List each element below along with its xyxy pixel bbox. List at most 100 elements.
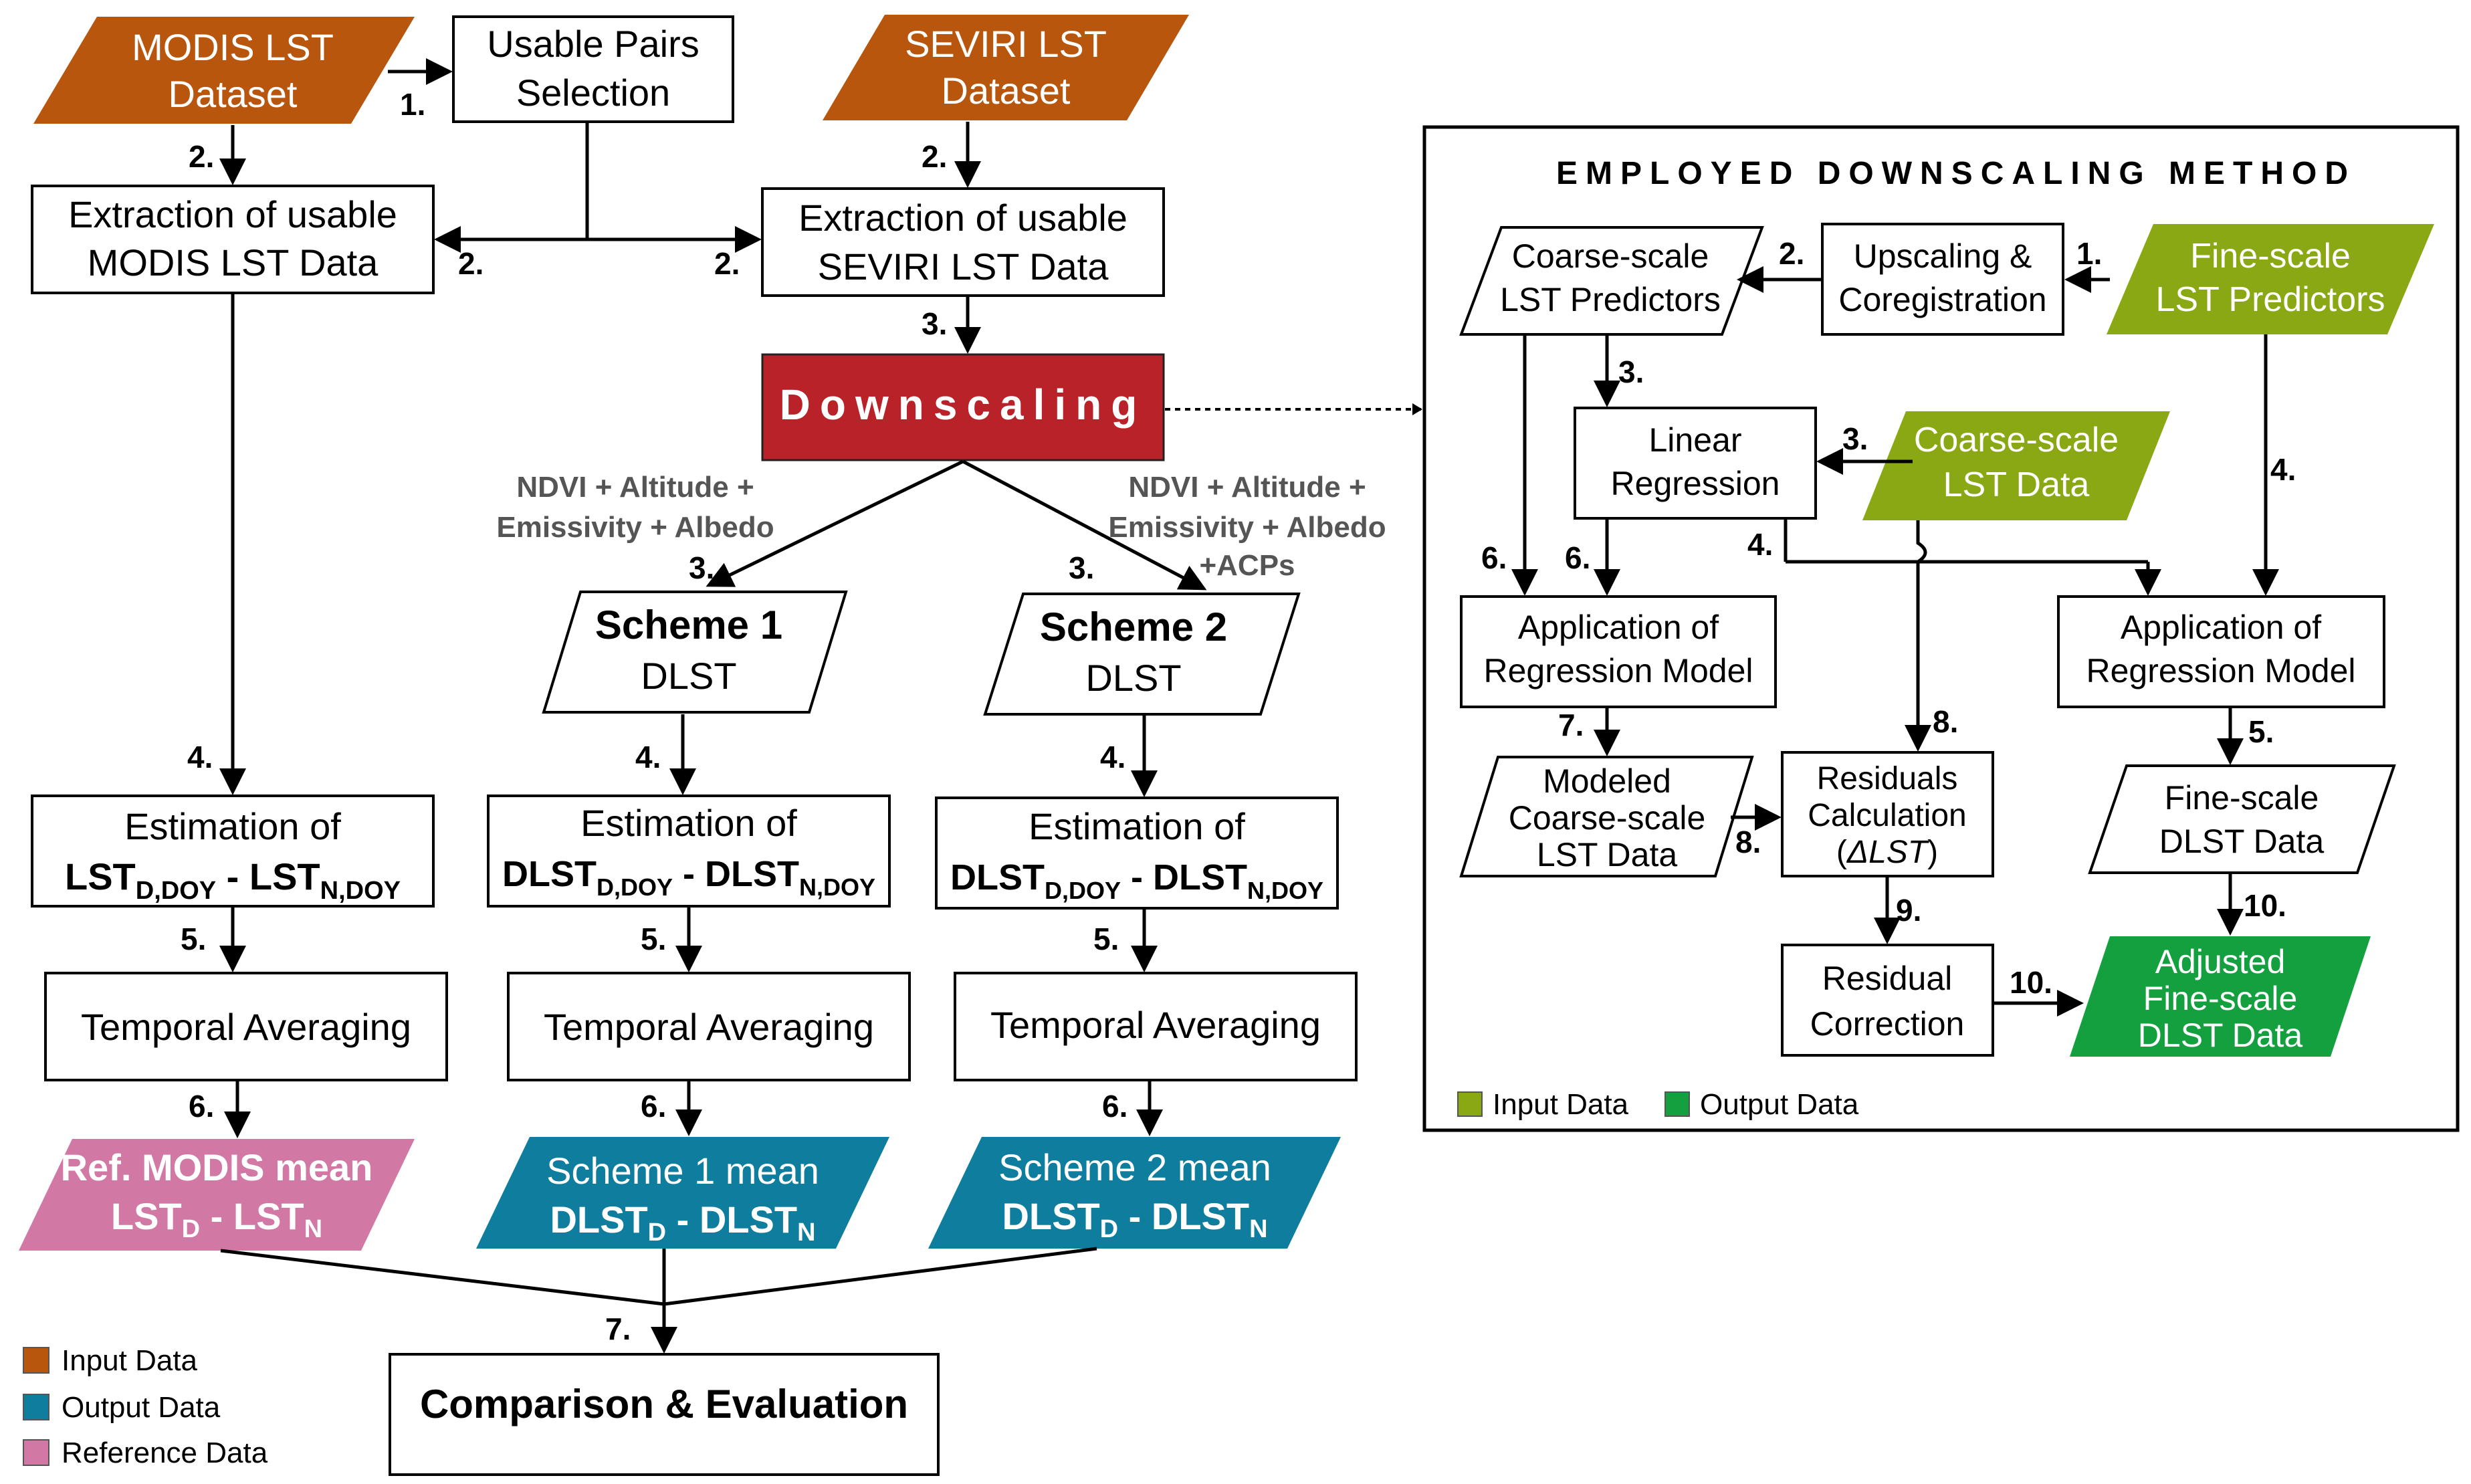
method-panel-title: EMPLOYED DOWNSCALING METHOD (1556, 156, 2356, 191)
coarse-lst-line1: Coarse-scale (1914, 421, 2119, 459)
estimation-modis-formula: LSTD,DOY - LSTN,DOY (65, 855, 401, 905)
scheme2-sub: DLST (1085, 657, 1181, 699)
method-connectors (1511, 266, 2279, 1017)
temporal-averaging-modis-box (44, 972, 448, 1081)
adjusted-line2: Fine-scale (2143, 980, 2298, 1017)
scheme1-title: Scheme 1 (595, 603, 782, 647)
legend-reference-label: Reference Data (62, 1437, 268, 1469)
residuals-line2: Calculation (1808, 798, 1966, 833)
extract-modis-line2: MODIS LST Data (88, 241, 379, 284)
scheme1-predictors-line2: Emissivity + Albedo (496, 511, 774, 544)
fine-dlst-line1: DLST Data (2159, 823, 2325, 860)
apply-left-line2: Regression Model (1484, 652, 1753, 690)
fine-predictors-line2: LST Predictors (2156, 280, 2385, 319)
scheme2-title: Scheme 2 (1040, 605, 1227, 649)
step-label: 1. (2076, 236, 2102, 271)
method-legend-input-swatch (1457, 1091, 1483, 1117)
step-label: 5. (641, 922, 666, 956)
scheme1-mean-node: Scheme 1 mean DLSTD - DLSTN (476, 1137, 889, 1249)
scheme2-mean-formula: DLSTD - DLSTN (1002, 1195, 1267, 1243)
temporal-averaging-scheme2-box (954, 972, 1358, 1081)
scheme2-mean-node: Scheme 2 mean DLSTD - DLSTN (928, 1137, 1341, 1249)
method-legend-output-swatch (1664, 1091, 1690, 1117)
estimation-scheme1-formula: DLSTD,DOY - DLSTN,DOY (502, 854, 875, 901)
seviri-dataset-shape (823, 15, 1189, 120)
step-label: 4. (2270, 452, 2296, 487)
step-label: 2. (458, 246, 484, 281)
step-label: 4. (1747, 527, 1773, 562)
modeled-line2: Coarse-scale (1509, 799, 1706, 837)
modeled-line1: Modeled (1543, 762, 1671, 800)
step-label: 5. (181, 922, 206, 956)
scheme1-mean-shape (476, 1137, 889, 1249)
upscaling-line2: Coregistration (1838, 281, 2046, 318)
residuals-box (1781, 751, 1994, 877)
downscaling-node: Downscaling (761, 353, 1165, 461)
upscaling-line1: Upscaling & (1854, 237, 2032, 275)
modis-dataset-line1: MODIS LST (132, 26, 334, 68)
usable-pairs-line2: Selection (516, 72, 670, 114)
step-label: 4. (1100, 740, 1125, 774)
modis-dataset-shape (33, 17, 415, 124)
step-label: 6. (1102, 1089, 1127, 1124)
upscaling-box (1821, 223, 2064, 336)
step-label: 6. (1481, 540, 1507, 575)
adjusted-shape (2070, 936, 2371, 1057)
usable-pairs-line1: Usable Pairs (487, 23, 699, 65)
scheme2-dlst-node: Scheme 2 DLST (983, 593, 1301, 716)
scheme2-predictors-line2: Emissivity + Albedo (1108, 511, 1386, 544)
downscaling-method-panel: EMPLOYED DOWNSCALING METHOD Coarse-scale… (1422, 125, 2460, 1132)
fine-predictors-shape (2107, 224, 2434, 334)
apply-right-box (2057, 595, 2385, 708)
ref-modis-mean-shape (19, 1139, 415, 1251)
legend-output-swatch (23, 1394, 49, 1420)
step-label: 6. (189, 1089, 214, 1124)
temporal-averaging-modis-label: Temporal Averaging (81, 1006, 411, 1048)
temporal-averaging-scheme2-label: Temporal Averaging (990, 1004, 1321, 1046)
estimation-scheme1-node: Estimation of DLSTD,DOY - DLSTN,DOY (487, 794, 891, 908)
method-legend-input-label: Input Data (1493, 1088, 1629, 1121)
estimation-modis-box (31, 794, 435, 908)
coarse-predictors-line1: Coarse-scale (1512, 237, 1709, 275)
scheme2-mean-line1: Scheme 2 mean (998, 1146, 1271, 1188)
step-label: 10. (2244, 888, 2286, 923)
step-label: 3. (922, 306, 947, 341)
seviri-dataset-line2: Dataset (942, 70, 1071, 112)
linear-regression-box (1574, 407, 1817, 520)
method-step-labels: 1. 2. 3. 3. 6. 6. 4. 4. 7. 8. 8. 5. 9. 1… (1481, 236, 2296, 1000)
coarse-predictors-shape (1459, 226, 1764, 336)
step-label: 4. (635, 740, 661, 774)
left-legend: Input Data Output Data Reference Data (23, 1344, 268, 1469)
residuals-line3: (ΔLST) (1836, 835, 1938, 870)
modis-dataset-line2: Dataset (169, 73, 298, 115)
fine-dlst-shape (2088, 764, 2396, 874)
step-label: 5. (2248, 714, 2274, 749)
step-label: 6. (641, 1089, 666, 1124)
comparison-evaluation-label: Comparison & Evaluation (420, 1382, 908, 1426)
step-label: 7. (605, 1311, 631, 1346)
step-label: 1. (400, 87, 425, 122)
left-step-labels: 1. 2. 2. 2. 2. 3. 3. 3. 4. 4. 4. 5. 5. 5… (181, 87, 1127, 1346)
estimation-scheme2-box (935, 797, 1339, 910)
downscaling-box (761, 353, 1165, 461)
ref-modis-mean-line1: Ref. MODIS mean (61, 1146, 373, 1188)
residual-correction-box (1781, 944, 1994, 1057)
legend-input-swatch (23, 1347, 49, 1374)
extract-modis-box (31, 185, 435, 294)
step-label: 2. (1779, 236, 1804, 271)
estimation-scheme1-line1: Estimation of (580, 802, 797, 844)
step-label: 3. (1842, 421, 1868, 456)
residual-correction-line2: Correction (1810, 1005, 1965, 1043)
estimation-scheme2-formula: DLSTD,DOY - DLSTN,DOY (950, 857, 1323, 904)
estimation-scheme2-line1: Estimation of (1029, 805, 1245, 847)
adjusted-line1: Adjusted (2155, 943, 2286, 980)
legend-reference-swatch (23, 1439, 49, 1466)
downscaling-label: Downscaling (780, 381, 1147, 429)
extract-modis-node: Extraction of usable MODIS LST Data (31, 185, 435, 294)
method-legend-output-label: Output Data (1700, 1088, 1859, 1121)
residuals-line1: Residuals (1817, 761, 1958, 797)
ref-modis-mean-formula: LSTD - LSTN (111, 1195, 322, 1243)
extract-modis-line1: Extraction of usable (68, 193, 397, 235)
estimation-scheme2-node: Estimation of DLSTD,DOY - DLSTN,DOY (935, 797, 1339, 910)
temporal-averaging-scheme1-node: Temporal Averaging (507, 972, 911, 1081)
